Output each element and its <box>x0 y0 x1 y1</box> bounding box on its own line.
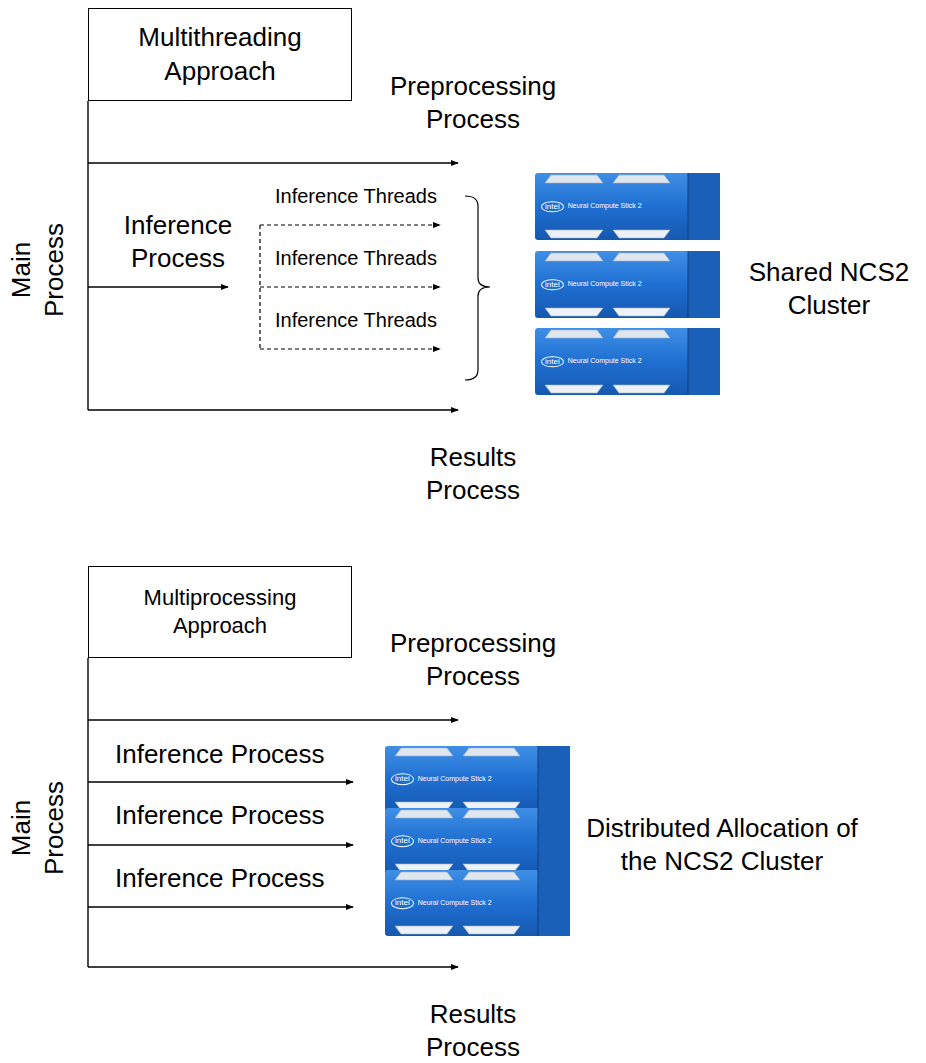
stick-label-row: intel Neural Compute Stick 2 <box>541 201 642 213</box>
process-label: Inference Threads <box>275 184 437 209</box>
stick-label-row: intel Neural Compute Stick 2 <box>391 773 492 785</box>
process-label: Inference Threads <box>275 246 437 271</box>
brand-logo: intel <box>391 773 414 785</box>
approach-box: Multiprocessing Approach <box>88 566 352 658</box>
thread-arrow <box>260 348 440 349</box>
approach-box: Multithreading Approach <box>88 8 352 101</box>
stick-body <box>385 870 570 936</box>
stick-label-row: intel Neural Compute Stick 2 <box>541 356 642 368</box>
stick-cap <box>688 251 720 318</box>
ncs2-stick: intel Neural Compute Stick 2 <box>385 746 570 812</box>
stick-cap <box>688 328 720 395</box>
approach-title: Multithreading Approach <box>99 21 341 87</box>
brand-logo: intel <box>541 279 564 291</box>
vent-slot <box>395 748 453 756</box>
process-label: Inference Threads <box>275 308 437 333</box>
ncs2-stick: intel Neural Compute Stick 2 <box>385 870 570 936</box>
vent-slot <box>545 230 603 238</box>
process-label: Results Process <box>393 998 553 1063</box>
stick-body <box>535 173 720 240</box>
process-label: Inference Process <box>103 209 253 275</box>
product-name: Neural Compute Stick 2 <box>568 280 642 288</box>
stick-label-row: intel Neural Compute Stick 2 <box>541 279 642 291</box>
ncs2-stick: intel Neural Compute Stick 2 <box>535 173 720 240</box>
process-label: Inference Process <box>115 799 325 832</box>
brand-logo: intel <box>541 356 564 368</box>
vent-slot <box>463 872 520 880</box>
ncs2-stick: intel Neural Compute Stick 2 <box>535 328 720 395</box>
process-label: Preprocessing Process <box>368 70 578 136</box>
stick-cap <box>538 870 570 936</box>
process-label: Inference Process <box>115 862 325 895</box>
stick-cap-edge <box>538 746 539 812</box>
main-process-line <box>87 101 88 410</box>
product-name: Neural Compute Stick 2 <box>568 202 642 210</box>
approach-title: Multiprocessing Approach <box>99 584 341 640</box>
vent-slot <box>545 175 603 183</box>
stick-cap <box>538 808 570 874</box>
vent-slot <box>545 385 603 393</box>
stick-label-row: intel Neural Compute Stick 2 <box>391 835 492 847</box>
product-name: Neural Compute Stick 2 <box>568 357 642 365</box>
main-process-line <box>87 658 88 967</box>
stick-body <box>385 808 570 874</box>
flow-arrow <box>88 844 353 845</box>
flow-arrow <box>88 781 353 782</box>
product-name: Neural Compute Stick 2 <box>418 837 492 845</box>
vent-slot <box>395 926 453 934</box>
stick-cap-edge <box>538 808 539 874</box>
vent-slot <box>463 926 520 934</box>
vent-slot <box>545 308 603 316</box>
vent-slot <box>613 230 670 238</box>
vent-slot <box>395 810 453 818</box>
lane-label: Main Process <box>5 758 71 898</box>
stick-cap-edge <box>688 173 689 240</box>
curly-bracket <box>465 196 490 380</box>
product-name: Neural Compute Stick 2 <box>418 899 492 907</box>
stick-body <box>385 746 570 812</box>
flow-arrow <box>88 286 228 287</box>
brand-logo: intel <box>391 835 414 847</box>
vent-slot <box>545 330 603 338</box>
process-label: Inference Process <box>115 738 325 771</box>
vent-slot <box>613 253 670 261</box>
stick-label-row: intel Neural Compute Stick 2 <box>391 897 492 909</box>
stick-cap-edge <box>688 328 689 395</box>
brand-logo: intel <box>391 897 414 909</box>
ncs2-stick: intel Neural Compute Stick 2 <box>385 808 570 874</box>
vent-slot <box>463 810 520 818</box>
stick-cap-edge <box>688 251 689 318</box>
product-name: Neural Compute Stick 2 <box>418 775 492 783</box>
lane-label: Main Process <box>5 200 71 340</box>
thread-arrow <box>260 286 440 287</box>
flow-arrow <box>88 966 458 967</box>
stick-cap-edge <box>538 870 539 936</box>
vent-slot <box>463 748 520 756</box>
stick-cap <box>538 746 570 812</box>
flow-arrow <box>88 409 458 410</box>
flow-arrow <box>88 906 353 907</box>
vent-slot <box>613 175 670 183</box>
thread-arrow <box>260 224 440 225</box>
vent-slot <box>395 872 453 880</box>
stick-cap <box>688 173 720 240</box>
process-label: Preprocessing Process <box>368 627 578 693</box>
ncs2-stick: intel Neural Compute Stick 2 <box>535 251 720 318</box>
vent-slot <box>613 308 670 316</box>
stick-body <box>535 251 720 318</box>
flow-arrow <box>88 719 458 720</box>
brand-logo: intel <box>541 201 564 213</box>
stick-body <box>535 328 720 395</box>
process-label: Distributed Allocation of the NCS2 Clust… <box>572 812 872 878</box>
vent-slot <box>545 253 603 261</box>
vent-slot <box>613 385 670 393</box>
process-label: Shared NCS2 Cluster <box>734 256 924 322</box>
vent-slot <box>613 330 670 338</box>
process-label: Results Process <box>393 441 553 507</box>
flow-arrow <box>88 162 458 163</box>
